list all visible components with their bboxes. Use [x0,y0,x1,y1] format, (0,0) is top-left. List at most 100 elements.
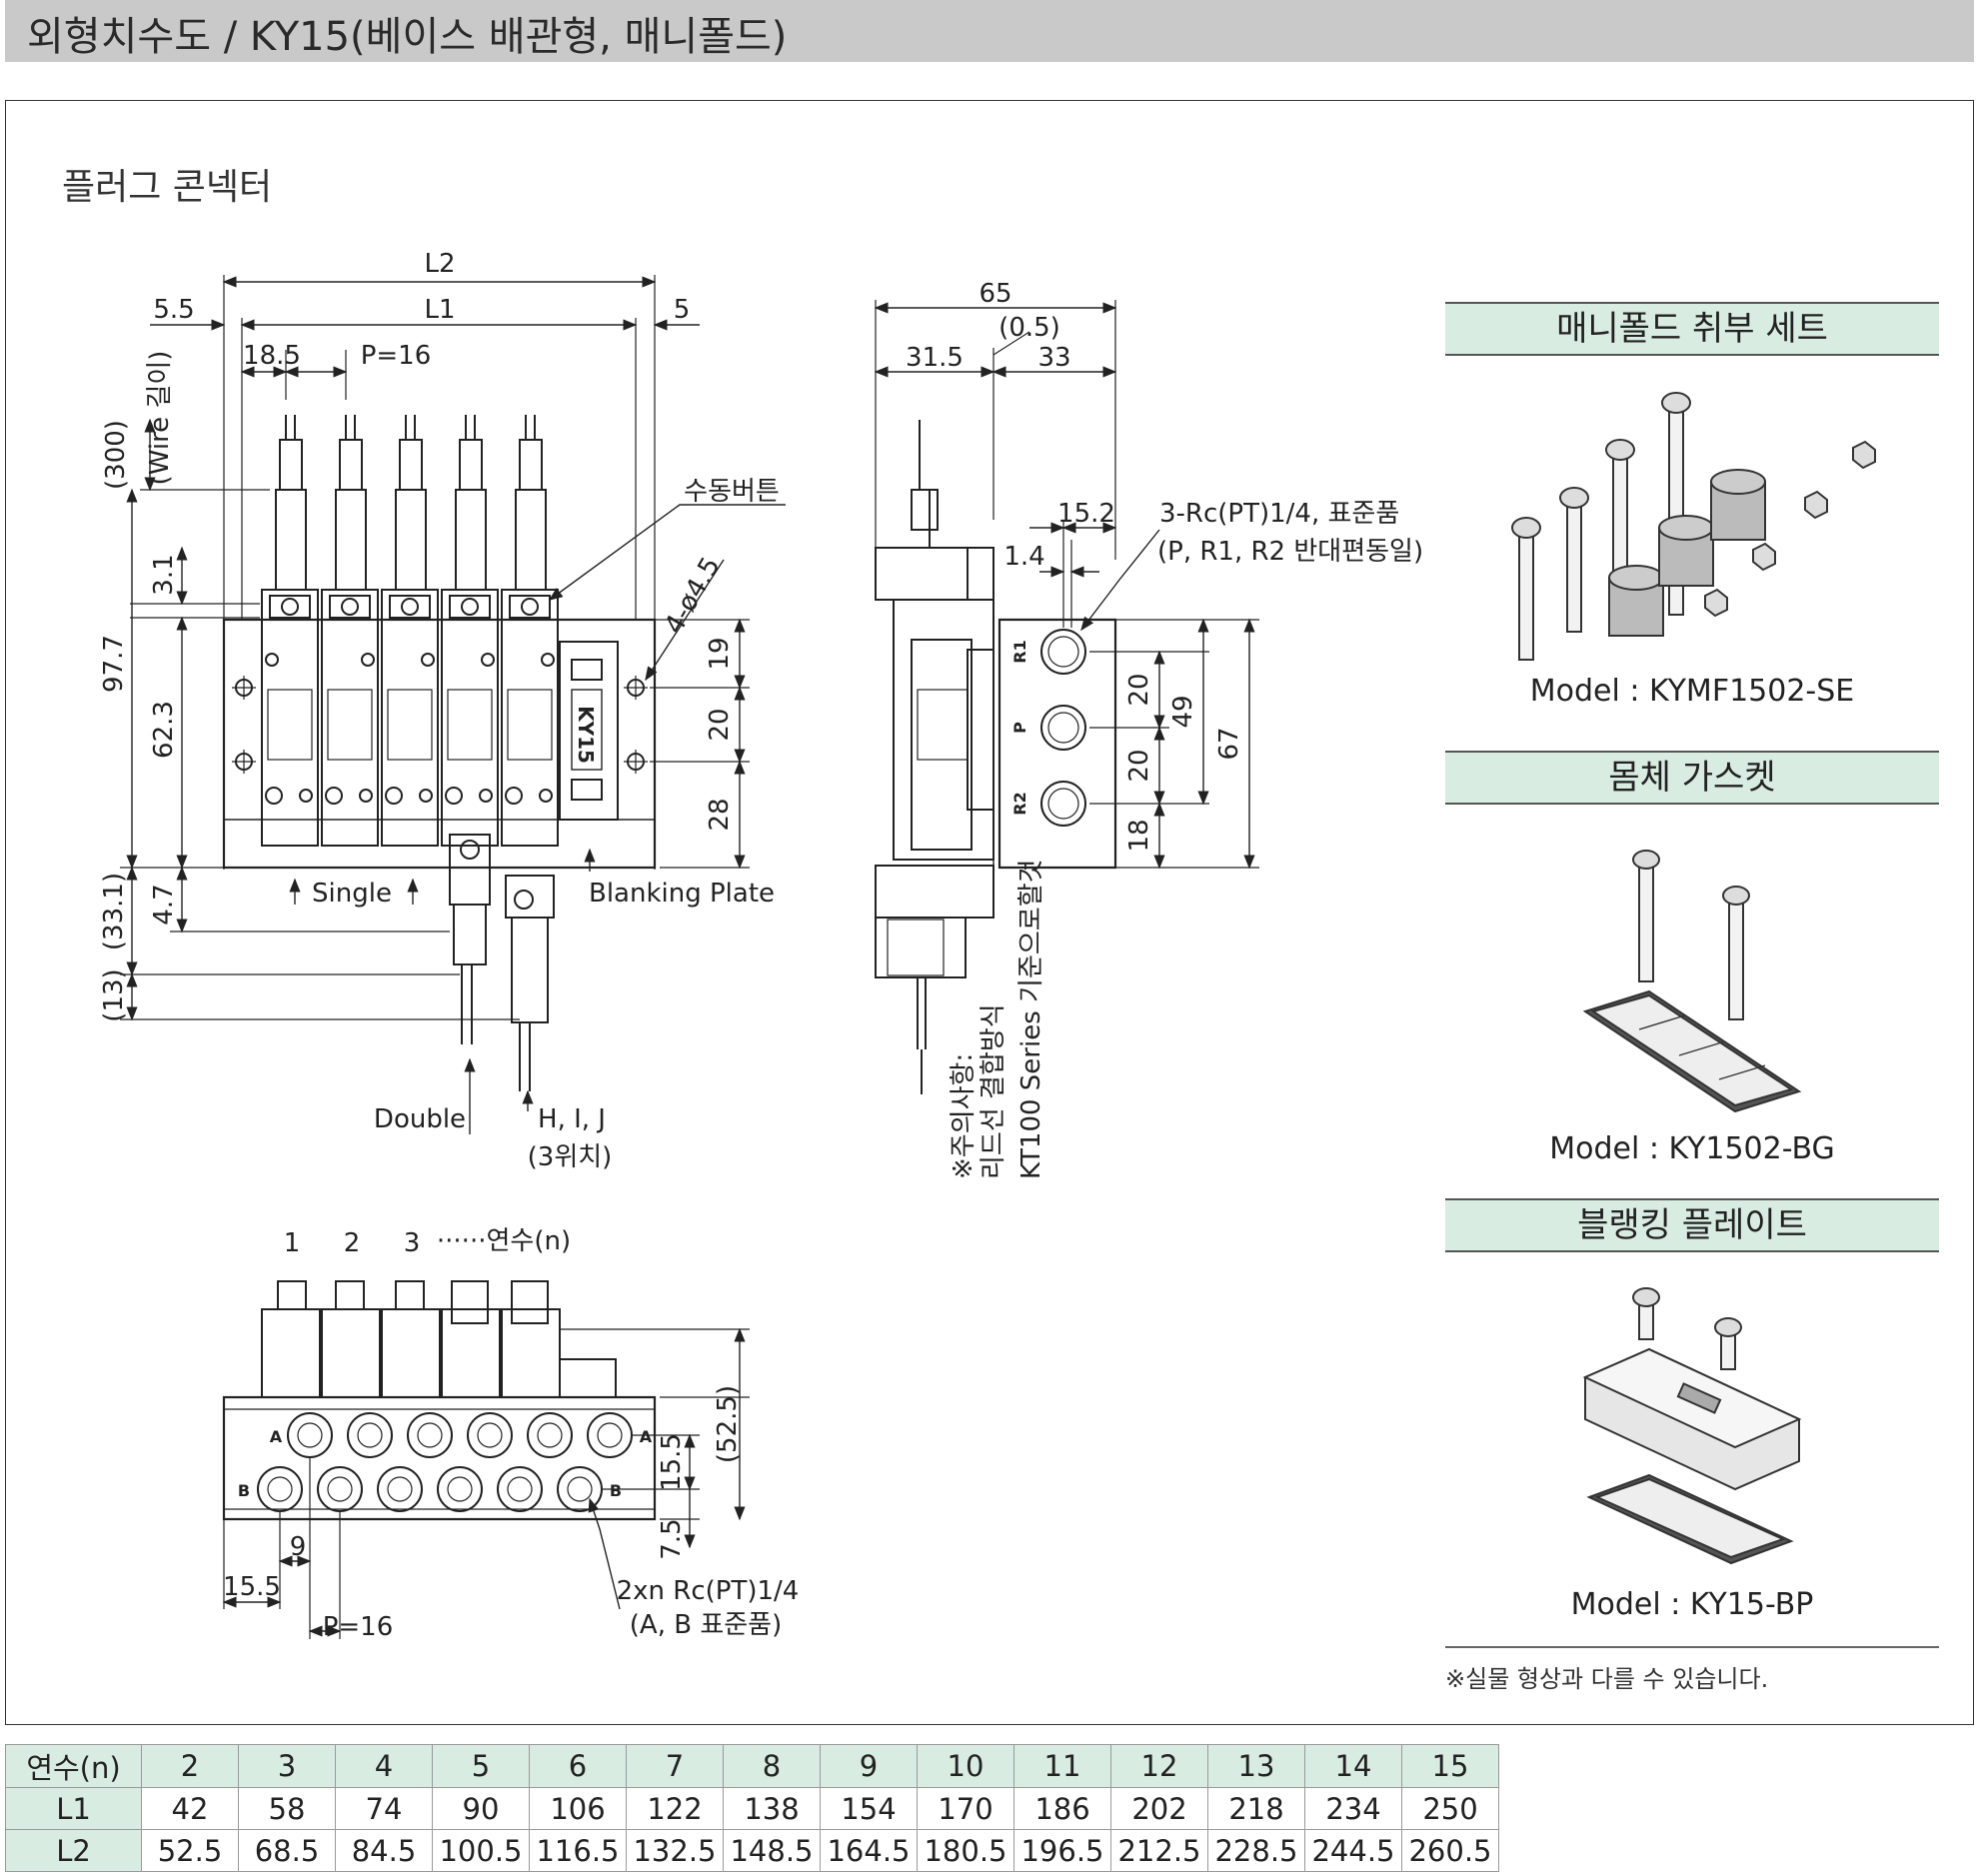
dim-31-5: 31.5 [906,343,964,373]
table-cell: 218 [1207,1787,1305,1830]
table-cell: 84.5 [335,1829,433,1872]
drawing-frame [5,100,1974,1725]
caution-line1: 리드선 결합방식 [979,1003,1008,1179]
dim-20-upper: 20 [1124,673,1154,706]
table-header-cell: 14 [1304,1744,1402,1788]
table-cell: 234 [1304,1787,1402,1830]
valve-4 [441,415,499,1044]
manual-button-label: 수동버튼 [684,477,780,507]
table-row-label: L1 [5,1787,142,1830]
bottom-view-labels: 1 2 3 ······연수(n) A A B B (52.5) 15.5 7.… [223,1226,799,1642]
bottom-view [222,1280,750,1639]
side-view [874,300,1259,1094]
ab-port-note: (A, B 표준품) [630,1610,782,1640]
table-row: L1 42 58 74 90 106 122 138 154 170 186 2… [5,1787,1499,1830]
title-bar: 외형치수도 / KY15(베이스 배관형, 매니폴드) [5,0,1974,62]
note-separator [1445,1646,1939,1648]
dim-97-7: 97.7 [99,635,129,693]
table-cell: 228.5 [1207,1829,1305,1872]
table-cell: 148.5 [723,1829,821,1872]
disclaimer-note: ※실물 형상과 다를 수 있습니다. [1445,1665,1769,1693]
drawing-subtitle: 플러그 콘넥터 [62,167,273,208]
valve-1 [261,415,319,847]
table-cell: 122 [626,1787,724,1830]
port-p-label: P [1010,722,1029,734]
dim-28: 28 [705,798,735,831]
table-cell: 250 [1401,1787,1499,1830]
dim-15-5-vertical: 15.5 [657,1433,687,1491]
accessory-model-mounting-set: Model : KYMF1502-SE [1529,674,1855,709]
front-view-labels: L2 L1 5.5 5 18.5 P=16 (300) (Wire 길이) 3.… [99,249,780,1172]
dim-wire-length: (300) [101,420,131,490]
dim-52-5: (52.5) [713,1385,743,1463]
dim-65: 65 [979,279,1011,309]
port-b-left: B [238,1481,250,1500]
dim-7-5: 7.5 [657,1518,687,1559]
table-cell: 170 [917,1787,1014,1830]
dim-20-lower: 20 [1124,749,1154,782]
accessory-header-gasket: 몸체 가스켓 [1445,751,1939,805]
ky15-plate-text: KY15 [574,706,598,764]
table-cell: 180.5 [917,1829,1014,1872]
dim-left-offset: 5.5 [153,295,194,325]
three-position-label: (3위치) [528,1142,613,1172]
table-row: L2 52.5 68.5 84.5 100.5 116.5 132.5 148.… [5,1829,1499,1872]
dim-49: 49 [1168,695,1198,728]
table-cell: 186 [1013,1787,1111,1830]
table-cell: 106 [529,1787,627,1830]
front-view [120,275,786,1134]
accessory-header-mounting-set: 매니폴드 취부 세트 [1445,302,1939,356]
table-cell: 52.5 [141,1829,239,1872]
table-header-cell: 2 [141,1744,239,1788]
page-title: 외형치수도 / KY15(베이스 배관형, 매니폴드) [27,14,788,60]
dim-19: 19 [705,637,735,670]
table-header-label: 연수(n) [5,1744,142,1788]
dim-L2: L2 [424,249,455,279]
dim-9: 9 [290,1532,307,1562]
table-header-cell: 8 [723,1744,821,1788]
dim-bottom-pitch: P=16 [323,1612,394,1642]
table-header-cell: 9 [820,1744,918,1788]
dim-15-2: 15.2 [1057,499,1115,529]
table-row-label: L2 [5,1829,142,1872]
table-header-cell: 6 [529,1744,627,1788]
port-spec-label: 3-Rc(PT)1/4, 표준품 [1159,499,1399,529]
gasket-illustration [1582,850,1802,1113]
valve-3 [381,415,439,847]
ab-port-spec: 2xn Rc(PT)1/4 [617,1576,800,1606]
dim-0-5: (0.5) [998,313,1060,343]
table-cell: 212.5 [1110,1829,1208,1872]
dim-hole: 4-ø4.5 [659,552,727,639]
table-cell: 154 [820,1787,918,1830]
accessory-header-blanking-plate: 블랭킹 플레이트 [1445,1198,1939,1252]
port-a-left: A [270,1427,283,1446]
wire-length-label: (Wire 길이) [145,351,175,486]
table-cell: 132.5 [626,1829,724,1872]
port-b-right: B [610,1481,622,1500]
station-count-label: ······연수(n) [437,1226,571,1256]
table-header-cell: 4 [335,1744,433,1788]
table-cell: 138 [723,1787,821,1830]
accessory-model-blanking-plate: Model : KY15-BP [1570,1587,1814,1622]
table-cell: 244.5 [1304,1829,1402,1872]
single-label: Single [312,879,392,909]
dim-L1: L1 [424,295,455,325]
blanking-plate-label: Blanking Plate [589,879,775,909]
table-cell: 68.5 [238,1829,336,1872]
side-view-labels: 65 (0.5) 31.5 33 15.2 1.4 20 20 18 49 67… [906,279,1423,1179]
table-header-cell: 7 [626,1744,724,1788]
table-header-cell: 3 [238,1744,336,1788]
mounting-set-illustration [1511,392,1876,661]
table-cell: 74 [335,1787,433,1830]
table-header-cell: 10 [917,1744,1014,1788]
table-cell: 42 [141,1787,239,1830]
accessory-model-gasket: Model : KY1502-BG [1549,1131,1835,1166]
dim-15-5-horizontal: 15.5 [223,1572,281,1602]
dim-13: (13) [99,968,129,1021]
blanking-plate [559,641,619,821]
hij-label: H, I, J [538,1104,606,1134]
dim-33: 33 [1037,343,1070,373]
dim-4-7: 4.7 [149,884,179,925]
dim-18: 18 [1124,819,1154,852]
